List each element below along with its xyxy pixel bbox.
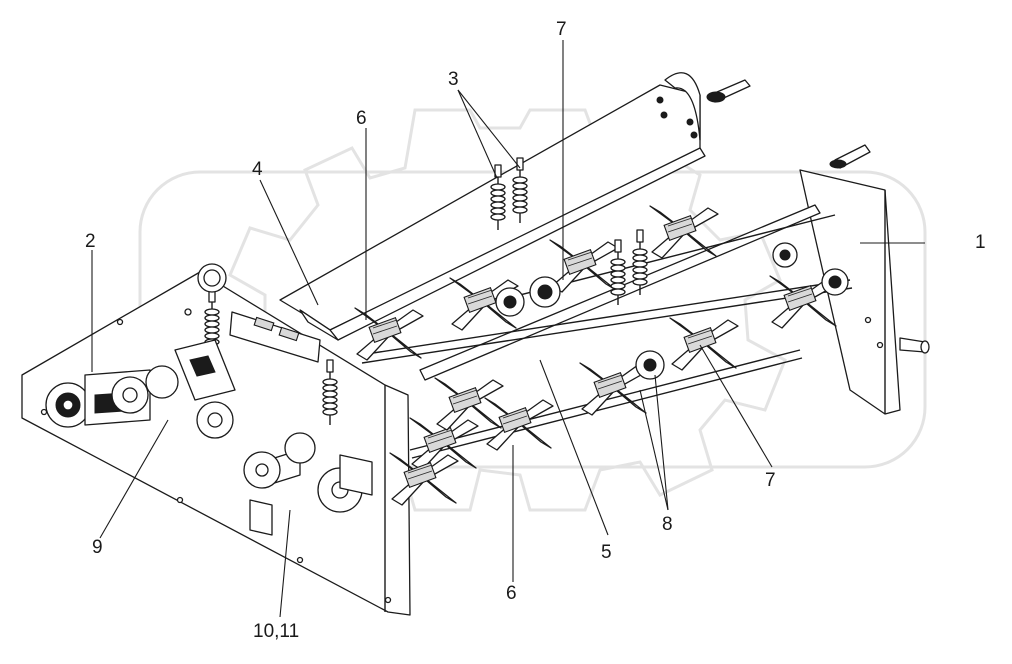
spring	[632, 229, 648, 295]
callout-3: 3	[448, 69, 459, 90]
rotor	[484, 397, 554, 451]
rotor	[669, 317, 739, 371]
callout-10-11: 10,11	[253, 621, 300, 642]
callout-2: 2	[85, 231, 96, 252]
callout-4: 4	[252, 159, 263, 180]
rotor	[549, 239, 619, 293]
callout-7-upper: 7	[556, 19, 567, 40]
rotor	[434, 377, 504, 431]
rotor	[769, 275, 839, 329]
rotor	[449, 277, 519, 331]
rotor	[409, 417, 479, 471]
callout-5: 5	[601, 542, 612, 563]
callout-8: 8	[662, 514, 673, 535]
rotor	[389, 452, 459, 506]
rotor-assemblies	[354, 205, 839, 506]
right-side-plate	[799, 169, 930, 415]
leader-lines	[91, 40, 925, 618]
callout-7-lower: 7	[765, 470, 776, 491]
callout-9: 9	[92, 537, 103, 558]
drive-sprockets	[45, 263, 373, 536]
callout-1: 1	[975, 232, 986, 253]
rotor	[579, 362, 649, 416]
callout-6-lower: 6	[506, 583, 517, 604]
rotor	[649, 205, 719, 259]
spring	[490, 164, 506, 230]
bearings	[495, 242, 849, 380]
callout-6-upper: 6	[356, 108, 367, 129]
rotor	[354, 307, 424, 361]
spring	[512, 157, 528, 223]
spring	[610, 239, 626, 305]
spring	[322, 359, 338, 425]
